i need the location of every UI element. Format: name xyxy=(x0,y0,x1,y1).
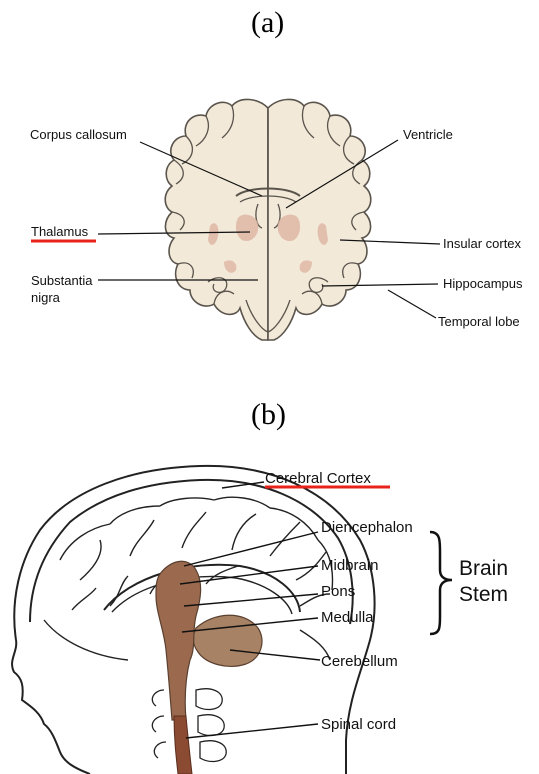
leader-cerebellum xyxy=(230,650,320,660)
panel-b-label: (b) xyxy=(251,398,286,432)
label-hippocampus: Hippocampus xyxy=(443,276,523,291)
label-insular-cortex: Insular cortex xyxy=(443,236,521,251)
cerebrum-folds xyxy=(44,497,332,660)
leader-lines-b xyxy=(180,482,320,738)
label-brain-stem-line1: Brain xyxy=(459,556,508,582)
label-diencephalon: Diencephalon xyxy=(321,519,413,536)
label-thalamus: Thalamus xyxy=(31,224,88,239)
label-brain-stem-line2: Stem xyxy=(459,582,508,608)
coronal-brain-diagram xyxy=(0,0,539,390)
label-corpus-callosum: Corpus callosum xyxy=(30,127,127,142)
label-substantia: Substantia xyxy=(31,273,92,288)
label-brain-stem: Brain Stem xyxy=(459,556,508,608)
label-spinal-cord: Spinal cord xyxy=(321,716,396,733)
label-medulla: Medulla xyxy=(321,609,374,626)
brain-stem-brace xyxy=(430,532,452,634)
label-midbrain: Midbrain xyxy=(321,557,379,574)
brainstem xyxy=(156,561,201,720)
leader-midbrain xyxy=(180,566,318,584)
label-ventricle: Ventricle xyxy=(403,127,453,142)
leader-diencephalon xyxy=(184,532,318,566)
leader-medulla xyxy=(182,618,318,632)
spinal-cord xyxy=(174,716,192,774)
vertebrae xyxy=(152,689,226,762)
label-cerebral-cortex: Cerebral Cortex xyxy=(265,470,371,487)
cerebellum xyxy=(193,615,262,666)
leader-cerebral-cortex xyxy=(222,482,264,488)
leader-pons xyxy=(184,594,318,606)
label-nigra: nigra xyxy=(31,290,60,305)
leader-temporal-lobe xyxy=(388,290,436,318)
label-cerebellum: Cerebellum xyxy=(321,653,398,670)
leader-spinal-cord xyxy=(186,724,318,738)
label-pons: Pons xyxy=(321,583,355,600)
label-temporal-lobe: Temporal lobe xyxy=(438,314,520,329)
